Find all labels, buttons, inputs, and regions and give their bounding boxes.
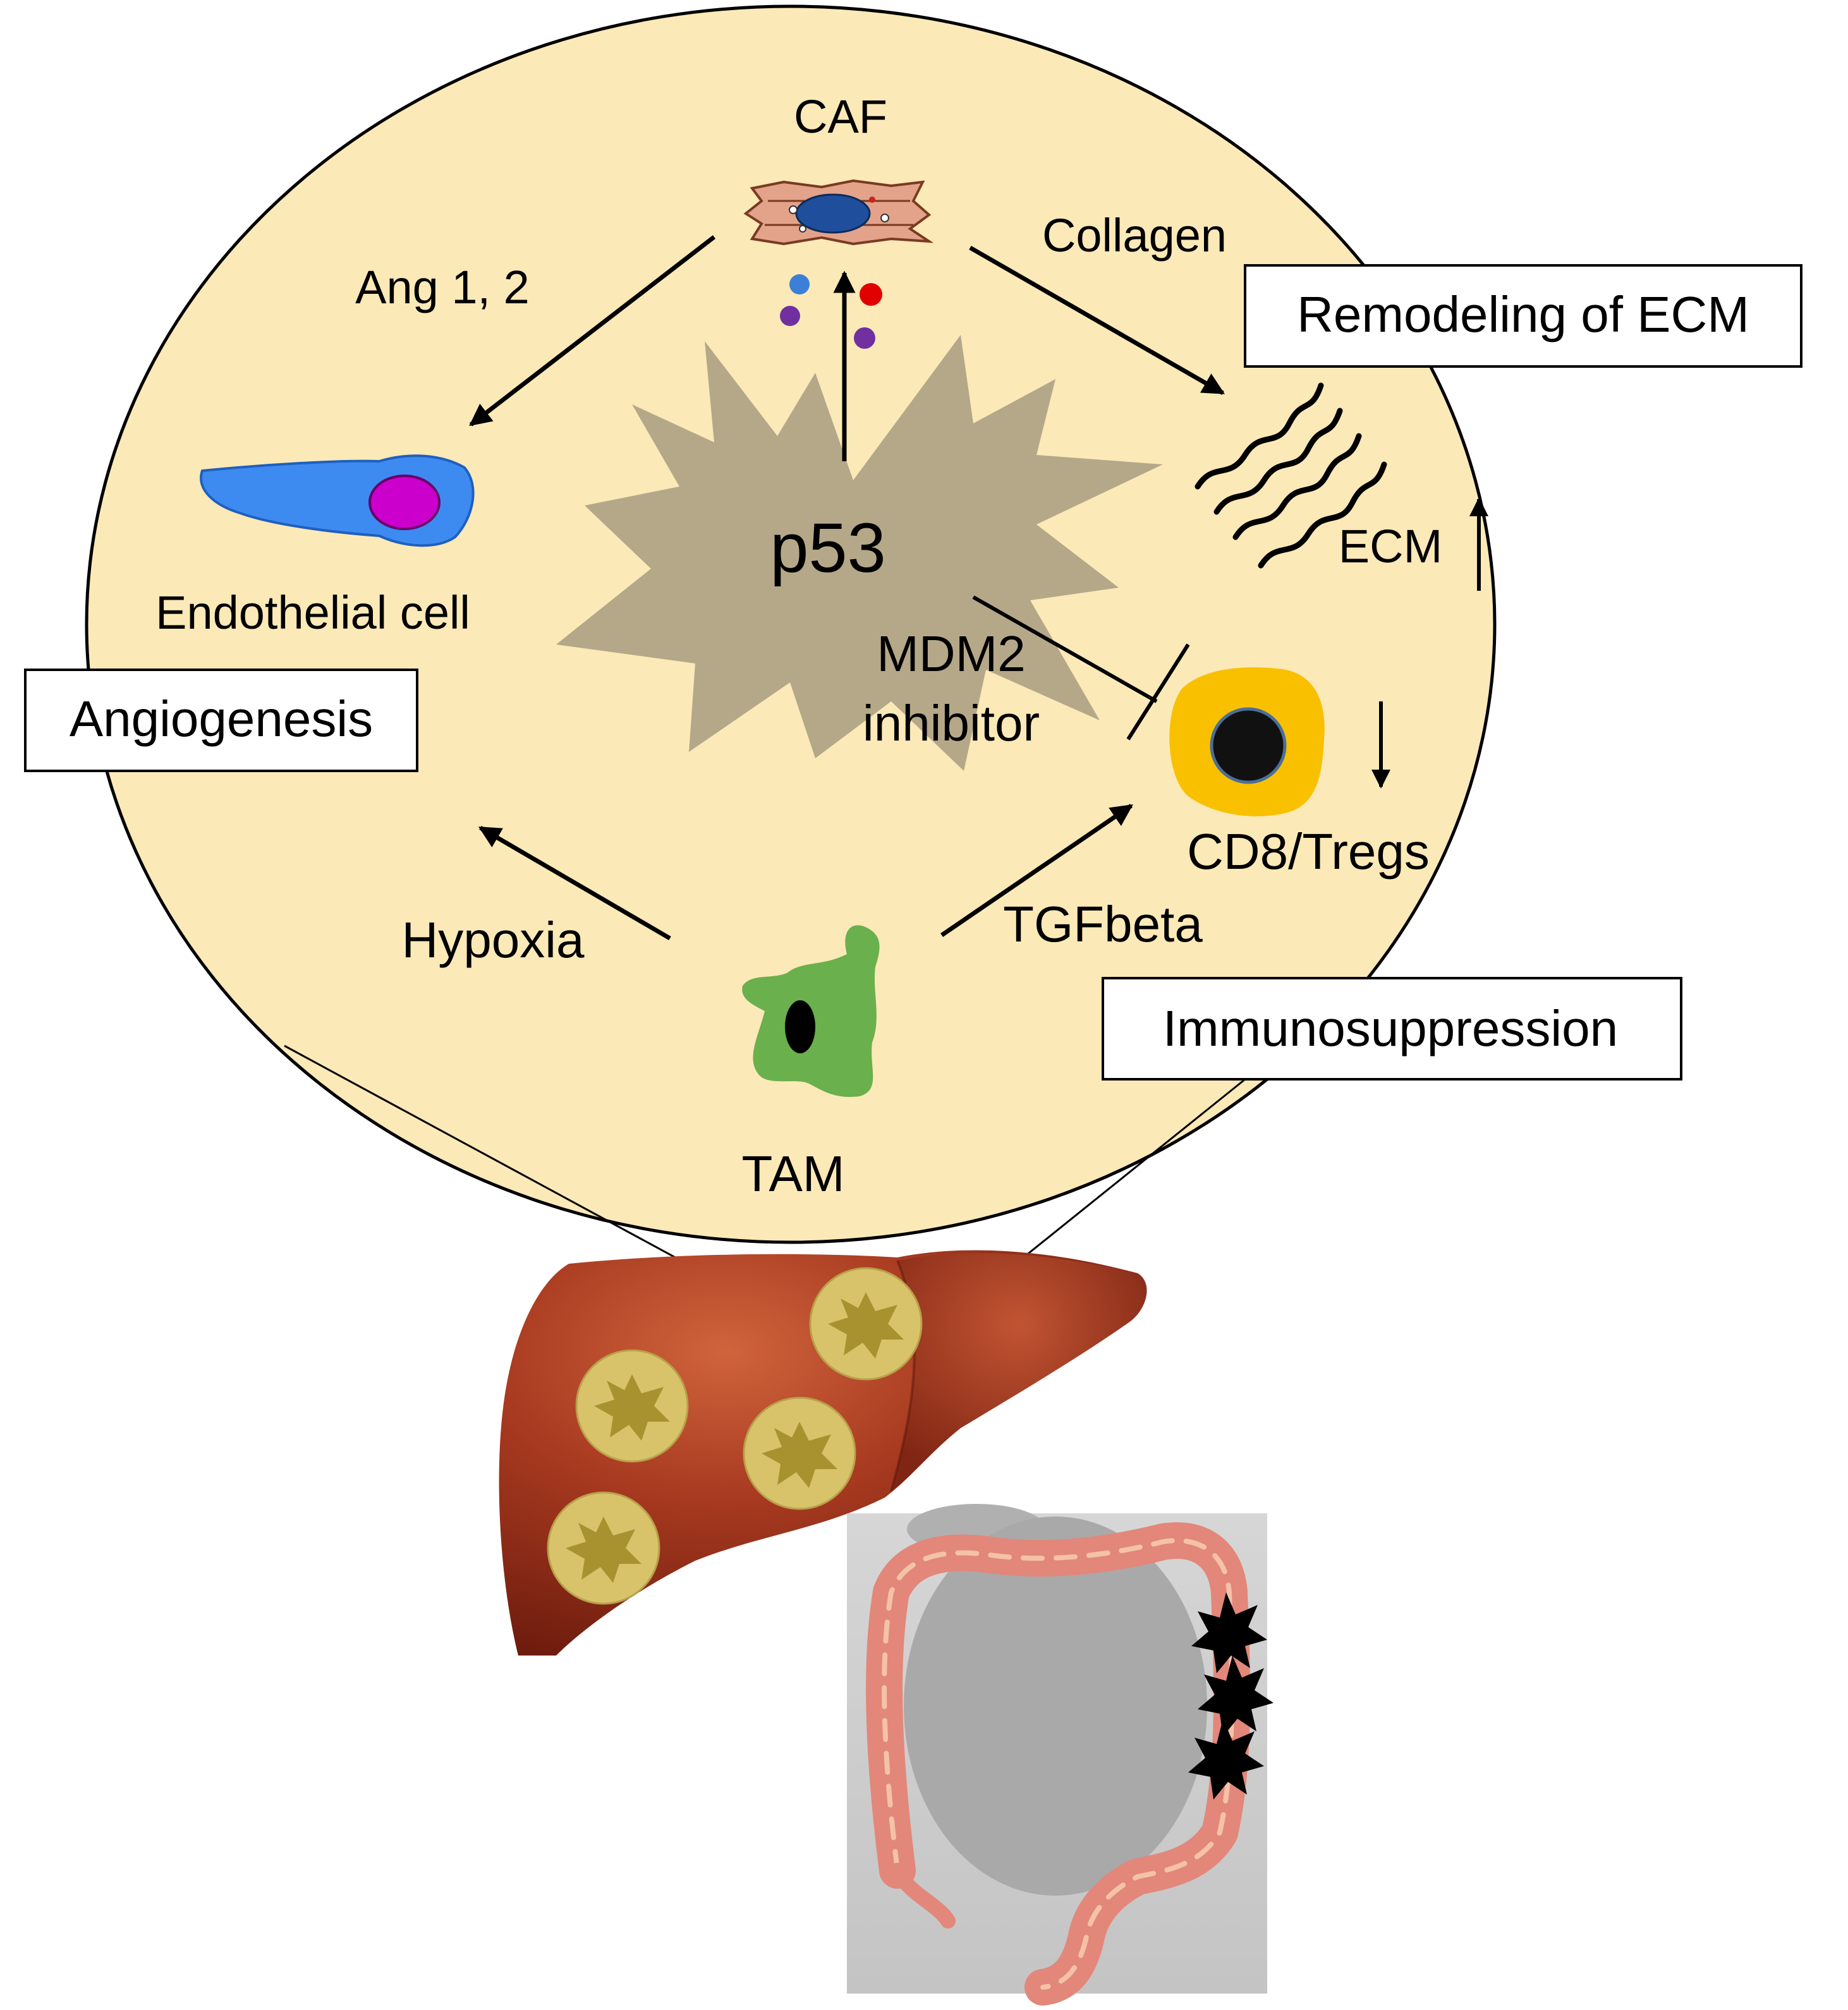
tgfbeta-label: TGFbeta [1003, 896, 1203, 952]
metastasis-1 [809, 1267, 923, 1381]
arrow-tam-to-angiogenesis [478, 825, 671, 941]
secreted-factor-blue [789, 274, 810, 294]
tumor-star-1 [1191, 1592, 1267, 1673]
immunosuppression-box [1102, 977, 1682, 1081]
remodeling-box [1244, 264, 1802, 368]
secreted-factor-red [860, 283, 882, 306]
arrow-tam-to-tcell [940, 804, 1133, 937]
mdm2-label-line1: MDM2 [877, 626, 1026, 682]
metastasis-3 [743, 1396, 856, 1510]
endothelial-cell-icon [200, 454, 475, 547]
metastasis-4 [547, 1491, 660, 1605]
tam-label: TAM [742, 1146, 845, 1202]
ecm-label: ECM [1339, 520, 1442, 572]
secreted-factor-purple-1 [780, 306, 800, 326]
arrow-caf-to-ecm [969, 245, 1225, 396]
t-cell-icon [1169, 667, 1325, 816]
colon-icon [847, 1504, 1267, 2006]
mdm2-label-line2: inhibitor [863, 695, 1040, 751]
hypoxia-label: Hypoxia [401, 912, 585, 968]
angiogenesis-box [24, 669, 418, 772]
arrow-caf-to-endothelial [469, 235, 716, 427]
tumor-star-2 [1198, 1656, 1274, 1736]
caf-label: CAF [794, 90, 887, 143]
caf-cell-icon [743, 179, 934, 246]
secreted-factor-purple-2 [854, 327, 875, 349]
angiopoietin-label: Ang 1, 2 [355, 261, 530, 313]
metastasis-2 [575, 1349, 689, 1463]
angiogenesis-label: Angiogenesis [70, 691, 373, 747]
p53-label: p53 [770, 509, 886, 587]
collagen-label: Collagen [1042, 209, 1227, 262]
ecm-fibers-icon [1195, 382, 1387, 569]
inhibition-bar [1126, 643, 1190, 741]
cd8-tregs-label: CD8/Tregs [1187, 823, 1430, 880]
endothelial-cell-label: Endothelial cell [155, 586, 470, 639]
tumor-star-3 [1188, 1719, 1264, 1800]
remodeling-label: Remodeling of ECM [1297, 286, 1749, 342]
immunosuppression-label: Immunosuppression [1163, 1000, 1618, 1056]
tam-cell-icon [742, 925, 880, 1097]
p53-star-icon [556, 335, 1163, 771]
inhibition-line [972, 595, 1158, 703]
